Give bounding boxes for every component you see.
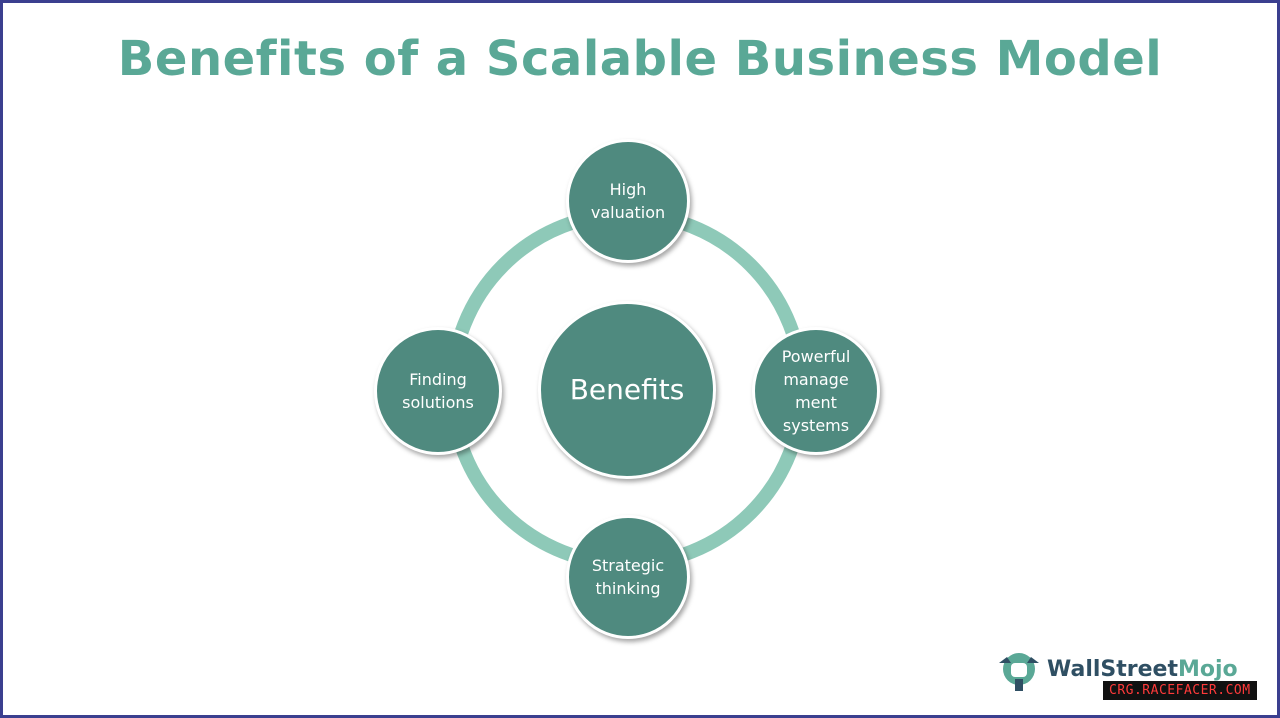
node-high-valuation-label: High valuation [590,180,666,222]
logo-text-wallstreet: WallStreet [1047,656,1178,682]
page-title: Benefits of a Scalable Business Model [117,31,1163,87]
node-finding-solutions: Finding solutions [374,327,502,455]
node-strategic-thinking: Strategic thinking [566,515,690,639]
logo-text-mojo: Mojo [1177,656,1238,682]
logo-wordmark: WallStreetMojo [1047,657,1238,682]
node-high-valuation: High valuation [566,139,690,263]
node-powerful-management-systems: Powerful manage ment systems [752,327,880,455]
center-node: Benefits [538,301,716,479]
node-powerful-management-systems-label: Powerful manage ment systems [781,347,851,435]
watermark-label: CRG.RACEFACER.COM [1103,681,1257,700]
node-finding-solutions-label: Finding solutions [402,370,474,412]
wallstreetmojo-logo: WallStreetMojo [993,643,1238,695]
bull-mascot-icon [999,653,1039,691]
center-node-label: Benefits [569,373,685,406]
node-strategic-thinking-label: Strategic thinking [591,556,665,598]
